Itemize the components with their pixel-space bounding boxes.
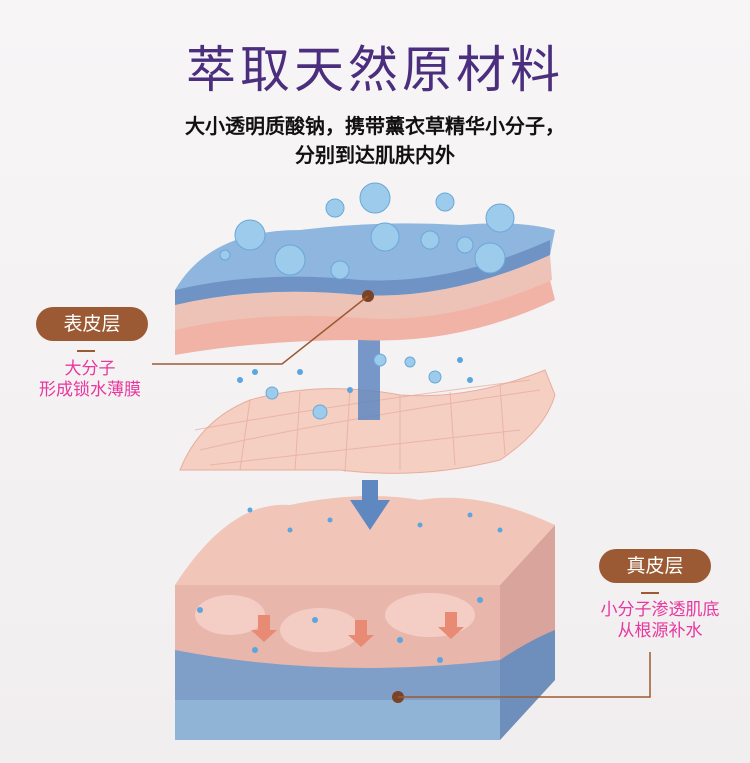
subtitle-line-1: 大小透明质酸钠，携带薰衣草精华小分子，: [185, 114, 565, 138]
center-arrow-head: [350, 480, 390, 530]
down-arrows: [251, 612, 464, 647]
epidermis-description: 大分子 形成锁水薄膜: [10, 359, 170, 401]
epidermis-connector: [152, 295, 369, 365]
epidermis-desc-line-1: 大分子: [64, 359, 116, 379]
small-molecules: [197, 357, 503, 663]
dermis-desc-line-2: 从根源补水: [617, 621, 703, 641]
dermis-desc-line-1: 小分子渗透肌底: [600, 600, 720, 620]
dermis-dash: [641, 592, 659, 594]
epidermis-layer: [175, 223, 555, 355]
epidermis-desc-line-2: 形成锁水薄膜: [39, 380, 141, 400]
dermis-block: [175, 496, 555, 740]
dermis-connector: [398, 652, 651, 698]
subtitle: 大小透明质酸钠，携带薰衣草精华小分子， 分别到达肌肤内外: [0, 112, 750, 170]
subtitle-line-2: 分别到达肌肤内外: [295, 143, 455, 167]
dermis-description: 小分子渗透肌底 从根源补水: [575, 600, 745, 642]
epidermis-dash: [77, 350, 95, 352]
dermis-label: 真皮层: [599, 549, 711, 583]
bubbles: [219, 182, 515, 420]
epidermis-label: 表皮层: [36, 307, 148, 341]
page-title: 萃取天然原材料: [186, 41, 564, 99]
